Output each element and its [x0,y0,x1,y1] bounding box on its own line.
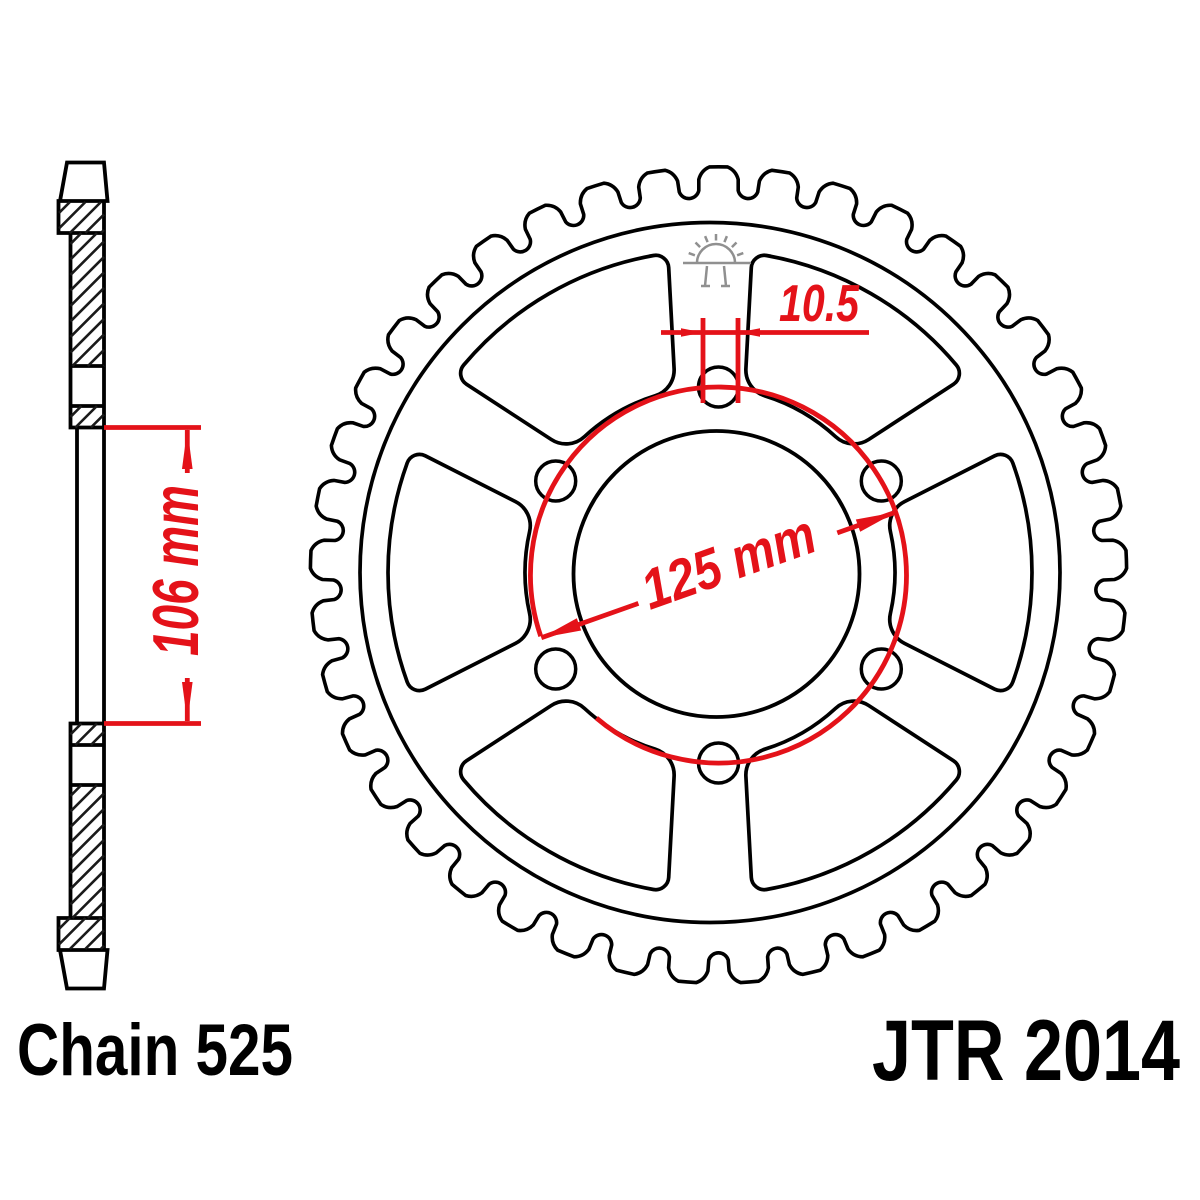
svg-text:10.5: 10.5 [779,275,860,333]
svg-text:JTR 2014: JTR 2014 [872,1003,1180,1099]
svg-text:Chain 525: Chain 525 [17,1010,293,1091]
svg-text:106 mm: 106 mm [139,485,212,656]
